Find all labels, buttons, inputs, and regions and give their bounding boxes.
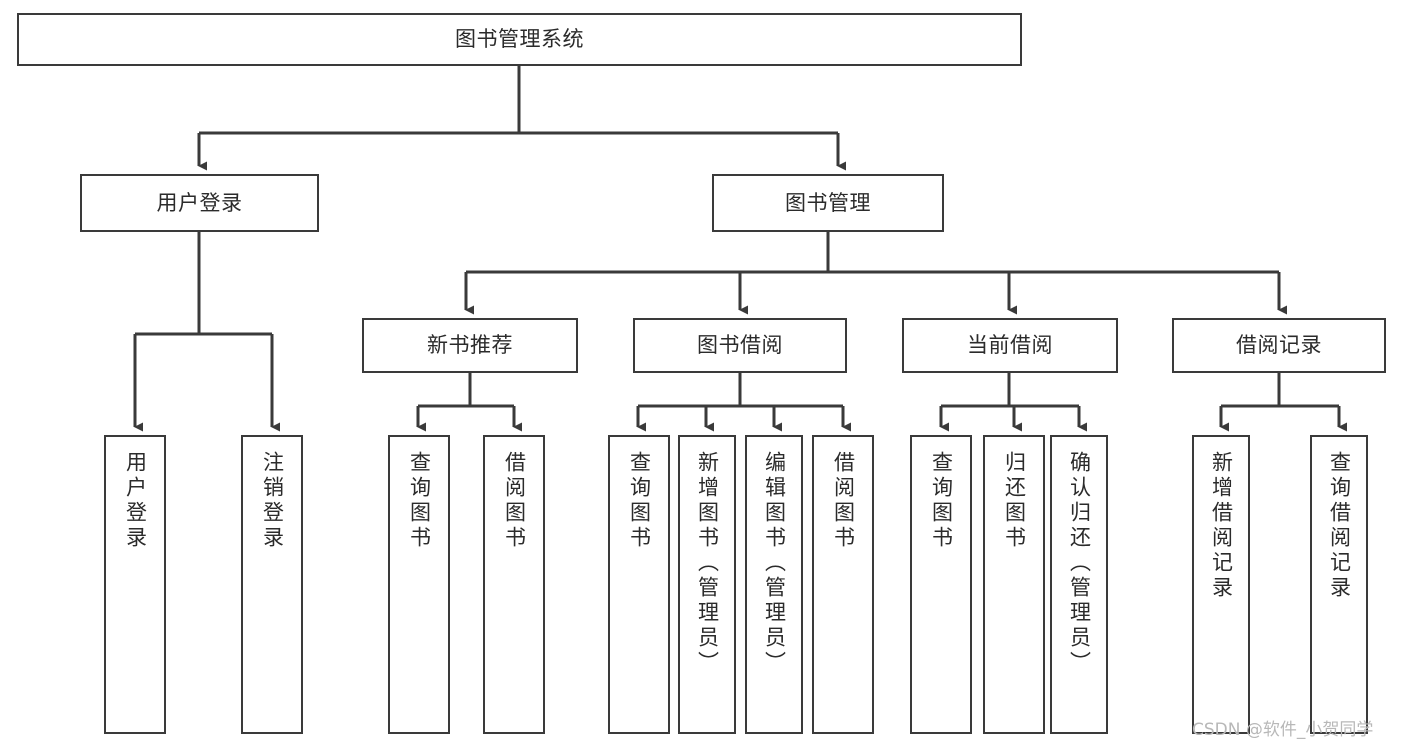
node-leaf-query-book-current-label: 查询图书	[929, 451, 954, 551]
node-leaf-edit-book[interactable]: 编辑图书（管理员）	[745, 435, 803, 734]
node-leaf-user-logout[interactable]: 注销登录	[241, 435, 303, 734]
node-leaf-borrow-book[interactable]: 借阅图书	[812, 435, 874, 734]
node-leaf-user-logout-label: 注销登录	[260, 451, 285, 551]
node-borrow-record[interactable]: 借阅记录	[1172, 318, 1386, 373]
node-borrow-record-label: 借阅记录	[1236, 333, 1322, 358]
node-root-label: 图书管理系统	[455, 27, 584, 52]
csdn-watermark: CSDN @软件_小贺同学	[1192, 720, 1374, 740]
node-book-management[interactable]: 图书管理	[712, 174, 944, 232]
node-leaf-edit-book-label: 编辑图书（管理员）	[762, 451, 787, 676]
node-leaf-borrow-book-rec-label: 借阅图书	[502, 451, 527, 551]
node-leaf-return-book[interactable]: 归还图书	[983, 435, 1045, 734]
node-leaf-query-record[interactable]: 查询借阅记录	[1310, 435, 1368, 734]
node-leaf-query-book-rec[interactable]: 查询图书	[388, 435, 450, 734]
node-leaf-borrow-book-rec[interactable]: 借阅图书	[483, 435, 545, 734]
node-leaf-query-book-borrow-label: 查询图书	[627, 451, 652, 551]
node-leaf-user-login-label: 用户登录	[123, 451, 148, 551]
node-leaf-query-book-borrow[interactable]: 查询图书	[608, 435, 670, 734]
node-leaf-query-record-label: 查询借阅记录	[1327, 451, 1352, 601]
node-current-borrow[interactable]: 当前借阅	[902, 318, 1118, 373]
node-new-book-recommend[interactable]: 新书推荐	[362, 318, 578, 373]
node-leaf-query-book-current[interactable]: 查询图书	[910, 435, 972, 734]
node-leaf-query-book-rec-label: 查询图书	[407, 451, 432, 551]
node-leaf-borrow-book-label: 借阅图书	[831, 451, 856, 551]
node-book-borrow-label: 图书借阅	[697, 333, 783, 358]
node-leaf-add-record[interactable]: 新增借阅记录	[1192, 435, 1250, 734]
node-user-login-label: 用户登录	[156, 190, 243, 215]
node-leaf-confirm-return-label: 确认归还（管理员）	[1067, 451, 1092, 676]
node-leaf-return-book-label: 归还图书	[1002, 451, 1027, 551]
node-book-management-label: 图书管理	[785, 190, 871, 215]
node-root[interactable]: 图书管理系统	[17, 13, 1022, 66]
node-current-borrow-label: 当前借阅	[967, 333, 1053, 358]
node-leaf-user-login[interactable]: 用户登录	[104, 435, 166, 734]
node-user-login[interactable]: 用户登录	[80, 174, 319, 232]
node-leaf-add-record-label: 新增借阅记录	[1209, 451, 1234, 601]
node-leaf-add-book-label: 新增图书（管理员）	[695, 451, 720, 676]
node-new-book-recommend-label: 新书推荐	[427, 333, 513, 358]
node-book-borrow[interactable]: 图书借阅	[633, 318, 847, 373]
node-leaf-add-book[interactable]: 新增图书（管理员）	[678, 435, 736, 734]
node-leaf-confirm-return[interactable]: 确认归还（管理员）	[1050, 435, 1108, 734]
